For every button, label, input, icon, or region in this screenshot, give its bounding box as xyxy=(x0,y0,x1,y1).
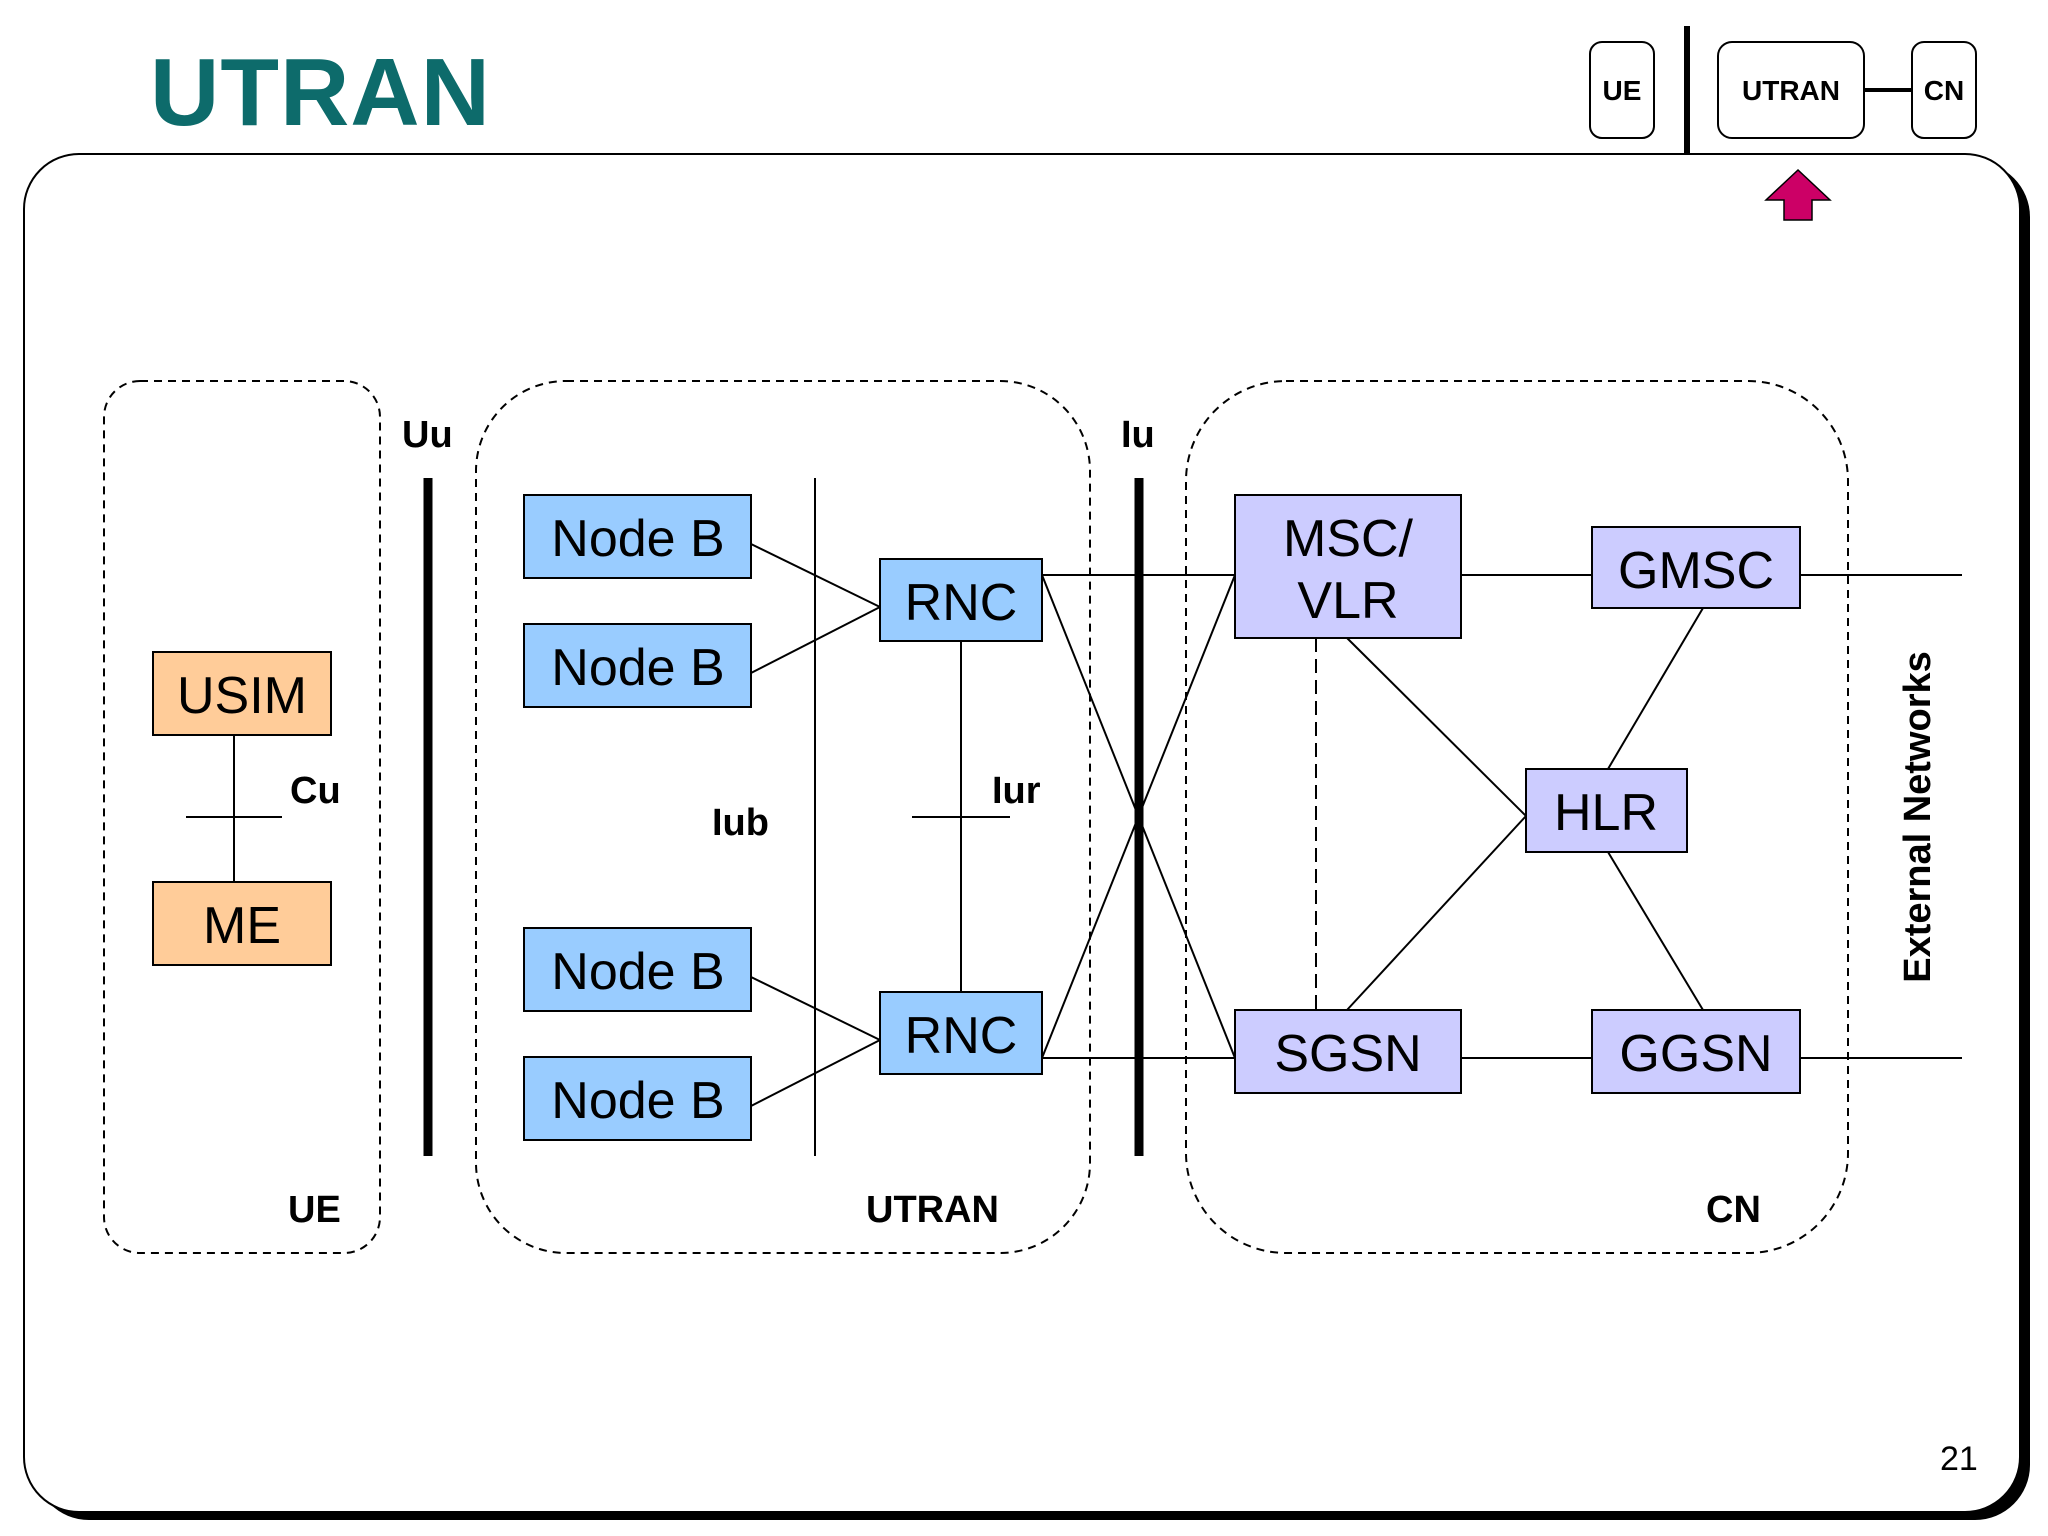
ue-region xyxy=(103,380,381,1254)
node-b-box-4[interactable] xyxy=(523,1056,752,1141)
rnc-box-1[interactable] xyxy=(879,558,1043,642)
nav-ue-box[interactable] xyxy=(1589,41,1655,139)
iub-links xyxy=(750,543,881,1107)
rnc-label-1: RNC xyxy=(905,574,1018,632)
iub-label: Iub xyxy=(712,802,769,844)
iu-label: Iu xyxy=(1121,414,1155,456)
up-arrow-icon xyxy=(1764,168,1832,221)
rnc-box-2[interactable] xyxy=(879,991,1043,1075)
sgsn-box[interactable] xyxy=(1234,1009,1462,1094)
hlr-label: HLR xyxy=(1554,784,1658,842)
slide-frame xyxy=(23,153,2021,1513)
slide-title: UTRAN xyxy=(150,39,491,146)
external-networks-label: External Networks xyxy=(1897,651,1939,983)
iu-links xyxy=(1041,574,1236,1059)
usim-label: USIM xyxy=(177,667,307,725)
me-label: ME xyxy=(203,897,281,955)
ggsn-box[interactable] xyxy=(1591,1009,1801,1094)
node-b-box-1[interactable] xyxy=(523,494,752,579)
gmsc-box[interactable] xyxy=(1591,526,1801,609)
cu-label: Cu xyxy=(290,770,341,812)
utran-region-label: UTRAN xyxy=(866,1189,999,1231)
utran-region xyxy=(475,380,1091,1254)
sgsn-label: SGSN xyxy=(1274,1025,1421,1083)
nav-utran-label: UTRAN xyxy=(1742,75,1840,106)
iur-label: Iur xyxy=(992,770,1041,812)
hlr-box[interactable] xyxy=(1525,768,1688,853)
node-b-label-4: Node B xyxy=(551,1072,724,1130)
nav-map: UE UTRAN CN xyxy=(1589,26,1977,221)
rnc-label-2: RNC xyxy=(905,1007,1018,1065)
node-b-label-1: Node B xyxy=(551,510,724,568)
msc-vlr-label-line1: MSC/ xyxy=(1283,510,1414,568)
msc-vlr-box[interactable] xyxy=(1234,494,1462,639)
node-b-box-2[interactable] xyxy=(523,623,752,708)
usim-box[interactable] xyxy=(152,651,332,736)
nav-cn-box[interactable] xyxy=(1911,41,1977,139)
nav-ue-label: UE xyxy=(1603,75,1642,106)
node-b-box-3[interactable] xyxy=(523,927,752,1012)
cn-links xyxy=(1346,574,1962,1059)
page-number: 21 xyxy=(1940,1440,1978,1478)
uu-label: Uu xyxy=(402,414,453,456)
cn-region xyxy=(1185,380,1849,1254)
ue-region-label: UE xyxy=(288,1189,341,1231)
me-box[interactable] xyxy=(152,881,332,966)
msc-vlr-label-line2: VLR xyxy=(1297,572,1398,630)
node-b-label-2: Node B xyxy=(551,639,724,697)
gmsc-label: GMSC xyxy=(1618,542,1774,600)
cn-region-label: CN xyxy=(1706,1189,1761,1231)
ggsn-label: GGSN xyxy=(1619,1025,1772,1083)
node-b-label-3: Node B xyxy=(551,943,724,1001)
nav-cn-label: CN xyxy=(1924,75,1964,106)
